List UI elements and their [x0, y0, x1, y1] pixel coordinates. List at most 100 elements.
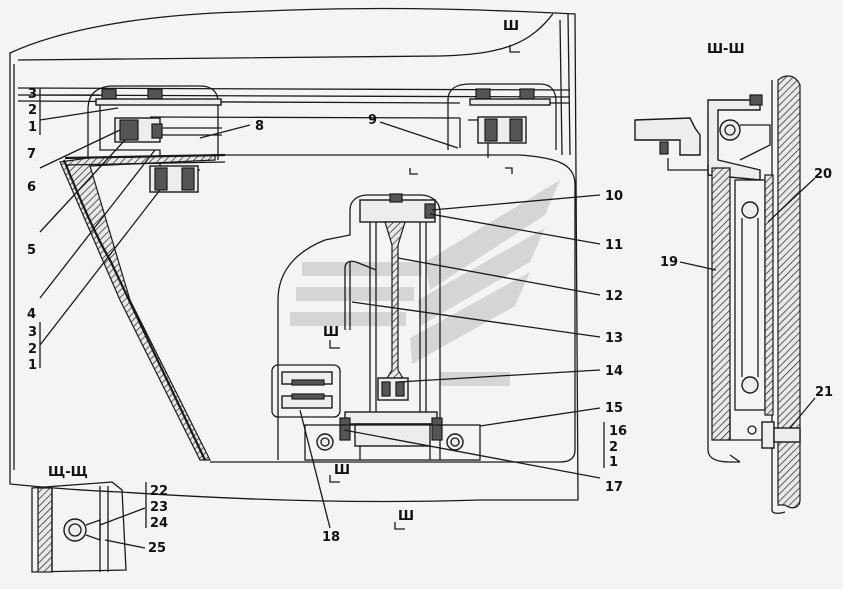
bolt-21-shank	[773, 427, 801, 443]
hinge-roller-inner	[724, 124, 736, 136]
left-hinge-housing	[87, 85, 219, 175]
callout-19: 19	[660, 255, 678, 270]
callout-25: 25	[148, 541, 166, 556]
lower-bracket	[729, 410, 765, 441]
callout-8: 8	[255, 119, 264, 134]
callout-2c: 2	[609, 440, 618, 455]
latch-spring-1	[291, 379, 325, 386]
callout-16: 16	[609, 424, 627, 439]
detail-clip-inner	[68, 523, 82, 537]
base-plate-body	[354, 423, 431, 447]
section-top-bolt	[749, 94, 763, 106]
callout-24: 24	[150, 516, 168, 531]
callout-1c: 1	[609, 455, 618, 470]
inner-trim-outline	[707, 165, 740, 463]
right-hinge-pin	[484, 118, 498, 142]
base-plate-top	[344, 411, 438, 425]
callout-6: 6	[27, 180, 36, 195]
bolt-top-left-1	[101, 88, 117, 100]
callout-10: 10	[605, 189, 623, 204]
lower-slider-pin-2	[395, 381, 405, 397]
bolt-top-left-2	[147, 88, 163, 100]
right-hinge-bracket	[459, 118, 478, 148]
mount-hole-right	[446, 433, 464, 451]
leader-11	[429, 213, 601, 245]
leader-14	[397, 369, 601, 383]
door-outer-outline	[9, 7, 579, 503]
callout-3b: 3	[28, 325, 37, 340]
channel-roller-top	[741, 201, 759, 219]
door-frame-right	[559, 13, 571, 156]
callout-15: 15	[605, 401, 623, 416]
detail-clip	[63, 518, 87, 542]
base-plate-bolt-right	[431, 417, 443, 441]
callout-2b: 2	[28, 342, 37, 357]
channel-roller-bottom	[741, 376, 759, 394]
leader-20	[767, 177, 816, 223]
cross-beam-top	[64, 153, 226, 160]
top-rail-3	[17, 100, 461, 104]
latch-housing	[271, 364, 341, 418]
leader-15	[479, 407, 601, 427]
bottom-mount-bar	[304, 424, 481, 461]
callout-3a: 3	[28, 87, 37, 102]
leader-18	[299, 409, 331, 529]
lower-bolt-1	[154, 167, 168, 191]
hinge-pin	[119, 119, 139, 141]
section-label-left: Ш	[323, 325, 339, 340]
leader-7	[39, 107, 119, 121]
lower-bolt-2	[181, 167, 195, 191]
leader-4	[39, 149, 156, 299]
detail-frame	[31, 481, 127, 573]
section-arrow-top	[509, 45, 520, 53]
upper-crossbar	[359, 199, 436, 223]
section-arrow-left	[329, 340, 340, 349]
bolt-top-right-2	[519, 88, 535, 100]
top-rail-5	[149, 116, 461, 119]
section-arrow-bottom-b	[394, 522, 405, 530]
detail-clip-tab	[85, 519, 101, 541]
hinge-roller	[719, 119, 741, 141]
bolt-top-right-1	[475, 88, 491, 100]
leader-22-24	[99, 507, 146, 526]
leader-5	[39, 139, 126, 233]
callout-13: 13	[605, 331, 623, 346]
base-plate-bolt-left	[339, 417, 351, 441]
top-mount-plate-right	[469, 98, 551, 106]
bolt-21-head	[761, 421, 775, 449]
callout-21: 21	[815, 385, 833, 400]
callout-2a: 2	[28, 103, 37, 118]
leader-25	[104, 539, 146, 549]
section-view	[634, 75, 801, 514]
callout-23: 23	[150, 500, 168, 515]
callout-22: 22	[150, 484, 168, 499]
callout-20: 20	[814, 167, 832, 182]
section-label-bottom-b: Ш	[398, 509, 414, 524]
detail-seal	[37, 487, 53, 573]
mount-hole-left	[316, 433, 334, 451]
leader-6	[39, 129, 121, 169]
leader-19	[679, 261, 717, 271]
latch-spring-2	[291, 393, 325, 400]
section-label-top: Ш	[503, 19, 519, 34]
door-edge-band	[59, 154, 216, 461]
main-view	[9, 7, 579, 503]
handle-link	[667, 158, 710, 171]
leader-21	[789, 397, 816, 429]
labels: Ш Ш Ш Ш Ш-Ш Щ-Щ 3 2 1 7 6 5 4 3 2 1 8 9 …	[27, 19, 833, 556]
right-hinge-nut	[509, 118, 523, 142]
mount-hole-right-inner	[450, 437, 460, 447]
detail-view-title: Щ-Щ	[48, 465, 88, 480]
detail-view	[31, 481, 127, 573]
inner-trim	[711, 167, 731, 441]
leader-3b	[39, 189, 161, 346]
top-mount-plate	[95, 98, 222, 106]
leader-lines	[39, 45, 816, 549]
section-arrow-bottom-a	[329, 475, 340, 483]
leader-8	[199, 124, 251, 139]
leader-13	[351, 301, 601, 338]
callout-14: 14	[605, 364, 623, 379]
lower-bracket-hole	[747, 425, 757, 435]
handle-bracket	[634, 117, 701, 156]
callout-9: 9	[368, 113, 377, 128]
